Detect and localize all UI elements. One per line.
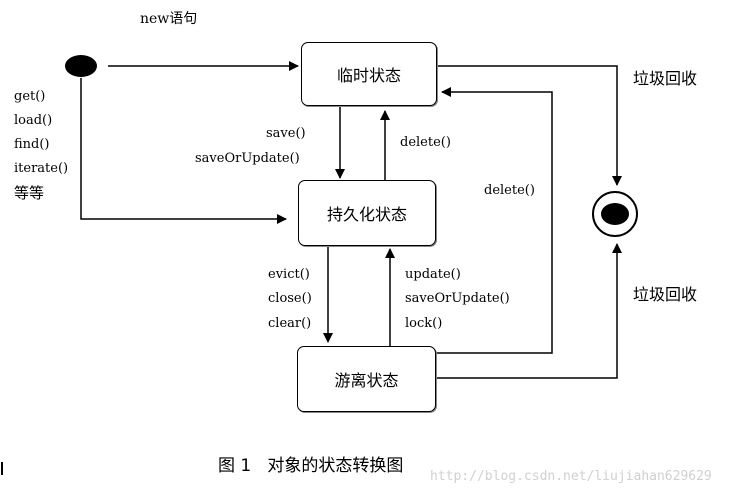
arrow-delete-2 [436,87,553,354]
label-clear: clear() [268,316,312,331]
arrow-get-load [80,78,287,224]
label-iterate: iterate() [14,161,69,176]
label-save-or-update: saveOrUpdate() [195,151,300,166]
figure-caption: 图 1 对象的状态转换图 [218,456,404,476]
label-lock: lock() [405,316,443,331]
state-persistent: 持久化状态 [298,180,436,246]
arrow-gc-1 [438,65,622,186]
label-update: update() [405,267,461,282]
state-persistent-label: 持久化状态 [326,205,407,224]
state-transient-label: 临时状态 [336,66,401,85]
watermark: http://blog.csdn.net/liujiahan629629 [430,469,712,484]
label-delete-2: delete() [484,183,535,198]
label-gc-2: 垃圾回收 [633,285,698,304]
label-evict: evict() [268,267,310,282]
label-save: save() [266,126,306,141]
start-node [65,55,97,77]
arrow-gc-2 [436,243,622,379]
label-etc: 等等 [14,184,45,202]
state-detached-label: 游离状态 [334,371,399,390]
label-load: load() [14,113,53,128]
state-transient: 临时状态 [301,42,437,106]
label-get: get() [14,89,46,104]
label-save-or-update-2: saveOrUpdate() [405,291,510,306]
label-gc-1: 垃圾回收 [633,69,698,88]
label-delete-1: delete() [400,135,451,150]
label-close: close() [268,291,312,306]
state-detached: 游离状态 [297,346,436,412]
final-node-inner [601,203,629,225]
label-new: new语句 [140,11,198,27]
label-find: find() [14,137,50,152]
